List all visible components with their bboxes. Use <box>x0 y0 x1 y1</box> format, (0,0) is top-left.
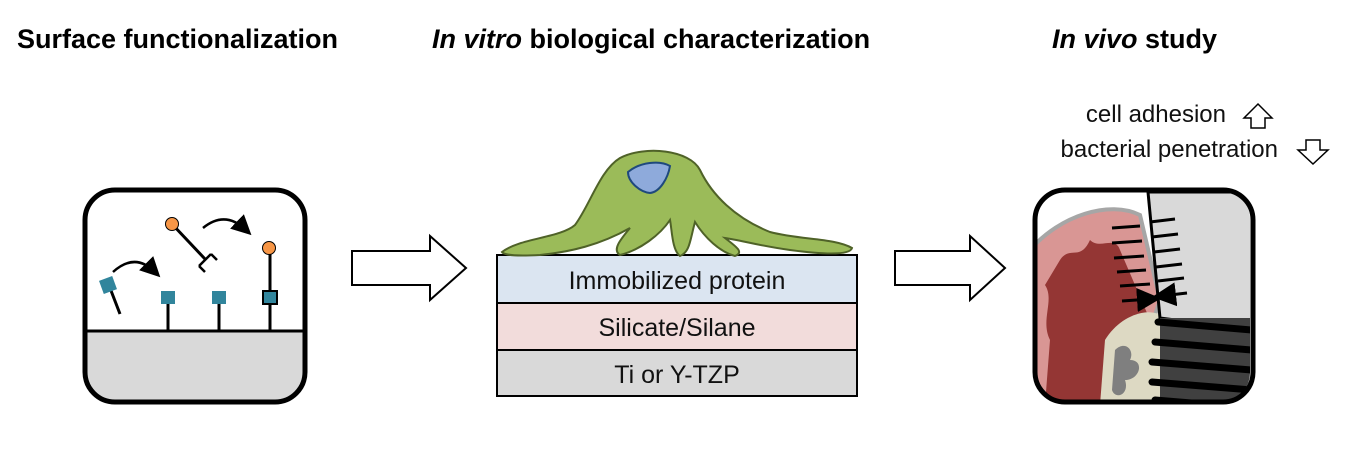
protein-layer-label: Immobilized protein <box>569 267 786 295</box>
process-arrow-icon <box>894 233 1007 303</box>
heading-in-vivo-italic: In vivo <box>1052 24 1138 54</box>
protein-icon <box>262 241 276 255</box>
reaction-arrow-icon <box>112 256 161 278</box>
interface-arrows <box>1111 217 1188 301</box>
bone-marrow <box>1112 345 1140 396</box>
layer-stack: Immobilized protein Silicate/Silane Ti o… <box>496 149 858 397</box>
protein-layer <box>496 254 858 304</box>
arrow-up-icon <box>1242 102 1274 129</box>
linker-square-icon <box>212 291 226 304</box>
bacterial-penetration-label: bacterial penetration <box>1061 136 1278 163</box>
heading-in-vitro-italic: In vitro <box>432 24 522 54</box>
heading-in-vivo-rest: study <box>1138 24 1218 54</box>
linker-square-icon <box>161 291 175 304</box>
nucleus-icon <box>626 161 672 195</box>
heading-in-vitro-rest: biological characterization <box>522 24 870 54</box>
panel-frame <box>82 187 308 405</box>
implant-threads <box>1148 318 1250 401</box>
reaction-arrow-icon <box>202 214 252 236</box>
implant-abutment <box>1146 191 1250 332</box>
heading-in-vitro: In vitro biological characterization <box>432 24 870 54</box>
process-arrow-icon <box>351 233 468 303</box>
linker-square-icon <box>99 276 117 294</box>
silane-layer-label: Silicate/Silane <box>598 314 755 342</box>
substrate-layer <box>496 349 858 397</box>
substrate-layer-label: Ti or Y-TZP <box>614 361 740 389</box>
surface-functionalization-panel <box>82 187 308 405</box>
in-vivo-panel <box>1032 187 1256 405</box>
substrate-surface <box>86 331 304 401</box>
protein-icon <box>165 217 179 231</box>
heading-surface-functionalization: Surface functionalization <box>17 24 338 54</box>
cell-icon <box>500 149 854 258</box>
bound-linker-icon <box>262 290 278 305</box>
arrow-down-icon <box>1296 139 1330 166</box>
heading-in-vivo: In vivo study <box>1052 24 1217 54</box>
panel-frame <box>1032 187 1256 405</box>
cell-adhesion-label: cell adhesion <box>1086 101 1226 128</box>
